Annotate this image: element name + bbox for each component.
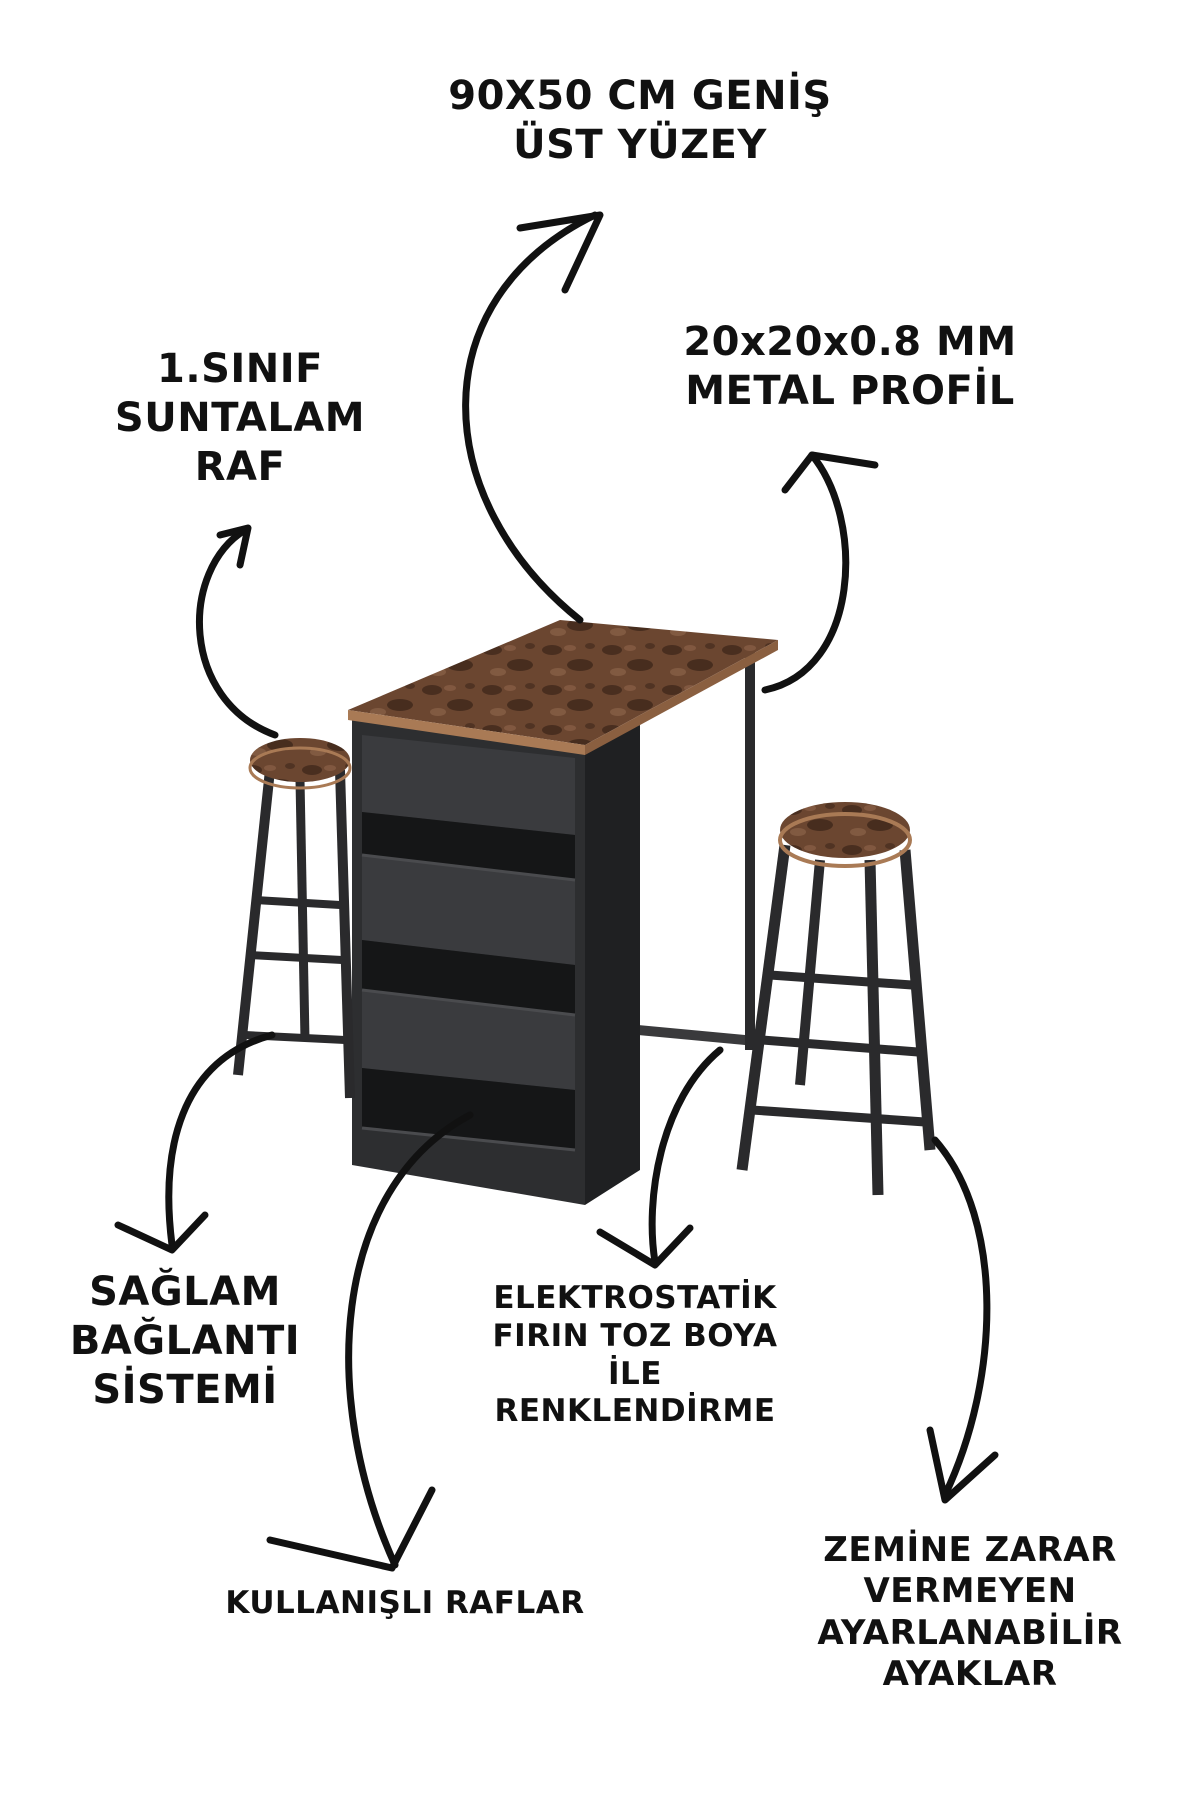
callout-metal-profile-line2: METAL PROFİL — [685, 367, 1015, 414]
callout-paint-line1: ELEKTROSTATİK — [493, 1280, 777, 1316]
callout-shelves-line1: KULLANIŞLI RAFLAR — [225, 1585, 585, 1621]
arrow-metal-profile-head — [781, 451, 879, 494]
callout-paint-line3: İLE — [608, 1355, 662, 1392]
callout-feet-line4: AYAKLAR — [882, 1654, 1058, 1695]
arrow-connection-head — [114, 1211, 209, 1254]
table-top-edge — [348, 710, 585, 755]
arrow-top-surface-head — [516, 211, 604, 294]
table-back-leg — [745, 650, 755, 1050]
arrow-metal-profile — [761, 451, 850, 694]
callout-shelf-material-line3: RAF — [194, 443, 286, 490]
arrow-paint — [648, 1046, 724, 1266]
callout-arrows — [114, 211, 999, 1572]
callout-shelf-material-line1: 1.SINIF — [157, 346, 323, 392]
callout-paint: ELEKTROSTATİK FIRIN TOZ BOYA İLE RENKLEN… — [470, 1280, 800, 1431]
callout-shelf-material-line2: SUNTALAM — [114, 394, 366, 441]
arrow-feet-head — [926, 1426, 999, 1504]
cabinet-side — [585, 725, 640, 1205]
callout-paint-line4: RENKLENDİRME — [494, 1393, 776, 1430]
arrow-shelf-material — [195, 526, 279, 739]
callout-paint-line2: FIRIN TOZ BOYA — [492, 1317, 778, 1354]
callout-top-surface-line2: ÜST YÜZEY — [513, 121, 767, 168]
callout-top-surface: 90X50 CM GENİŞ ÜST YÜZEY — [420, 72, 860, 170]
arrow-paint-head — [596, 1224, 694, 1269]
callout-shelves: KULLANIŞLI RAFLAR — [220, 1585, 590, 1623]
arrow-top-surface — [462, 211, 599, 624]
callout-connection: SAĞLAM BAĞLANTI SİSTEMİ — [60, 1268, 310, 1414]
arrow-feet — [931, 1136, 991, 1499]
callout-metal-profile: 20x20x0.8 MM METAL PROFİL — [640, 318, 1060, 416]
callout-feet-line3: AYARLANABİLİR — [817, 1612, 1123, 1653]
callout-top-surface-line1: 90X50 CM GENİŞ — [448, 73, 832, 119]
callout-feet-line1: ZEMİNE ZARAR — [823, 1530, 1117, 1570]
arrow-shelves — [345, 1111, 474, 1569]
table-footrest — [638, 1025, 745, 1045]
callout-connection-line2: BAĞLANTI — [69, 1317, 301, 1364]
right-stool — [736, 802, 936, 1196]
callout-shelf-material: 1.SINIF SUNTALAM RAF — [100, 345, 380, 491]
callout-feet-line2: VERMEYEN — [863, 1571, 1077, 1612]
callout-connection-line1: SAĞLAM — [89, 1269, 281, 1315]
callout-metal-profile-line1: 20x20x0.8 MM — [683, 319, 1017, 365]
arrow-connection — [165, 1031, 276, 1249]
callout-connection-line3: SİSTEMİ — [92, 1366, 278, 1413]
arrow-shelf-material-head — [216, 524, 252, 569]
cabinet-shelves — [361, 735, 576, 1152]
left-stool — [233, 738, 355, 1099]
arrow-shelves-head — [266, 1486, 436, 1572]
callout-feet: ZEMİNE ZARAR VERMEYEN AYARLANABİLİR AYAK… — [770, 1530, 1170, 1696]
table-top — [348, 620, 778, 745]
bar-table — [348, 620, 778, 1205]
